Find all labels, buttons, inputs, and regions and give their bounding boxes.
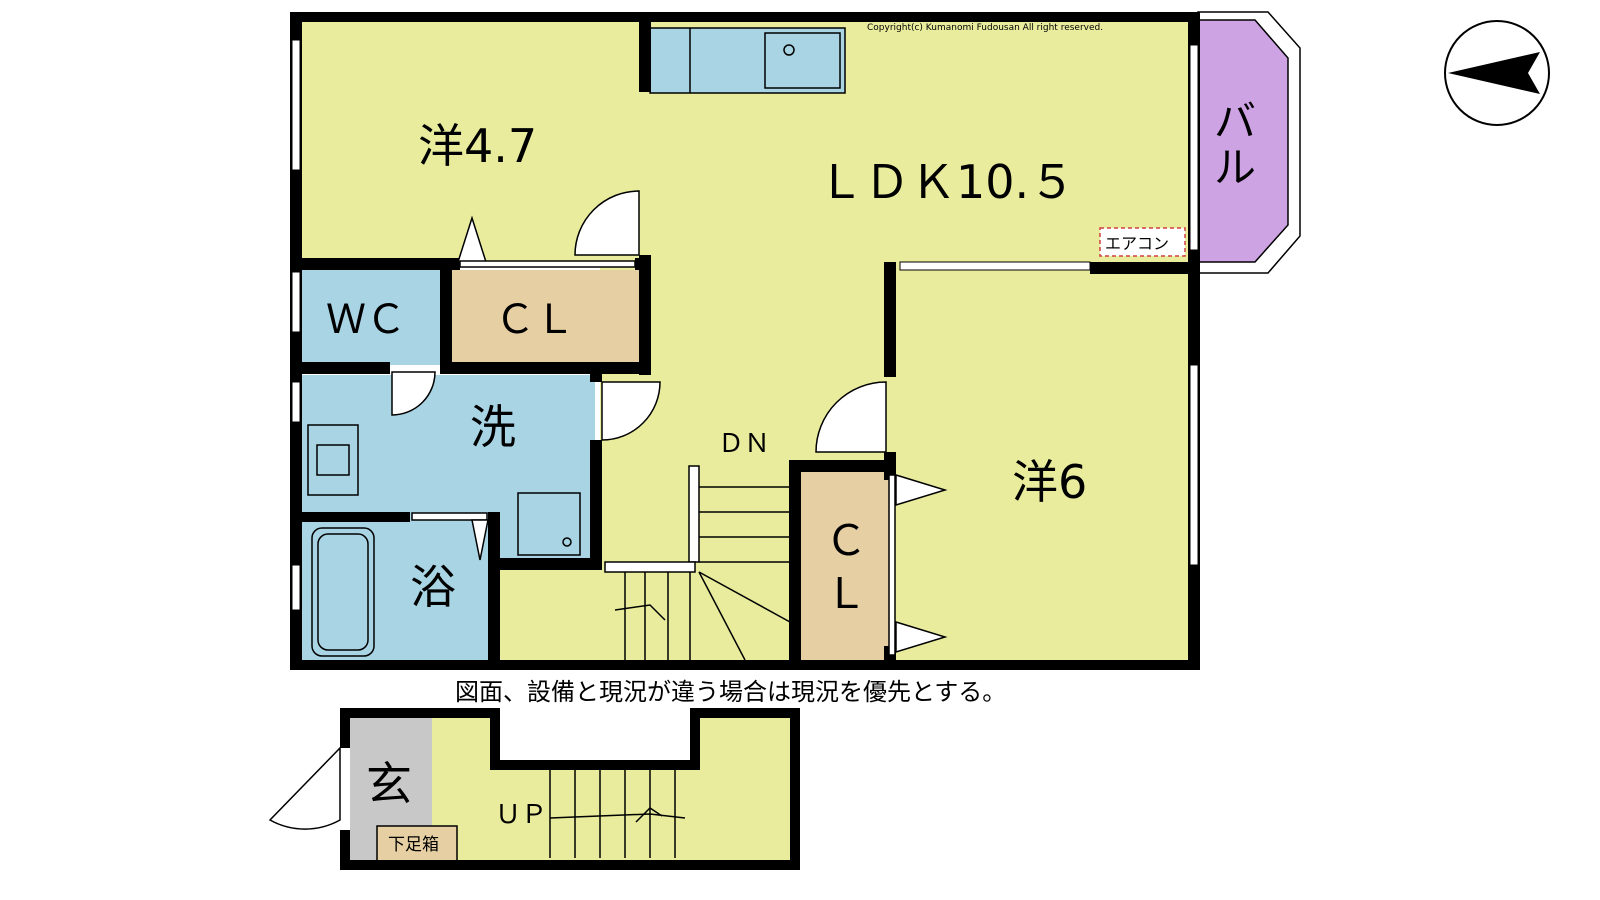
washstand [307, 424, 359, 496]
western-room-1-label: 洋4.7 [418, 119, 537, 173]
washing-machine-pan [517, 492, 581, 556]
aircon-label: エアコン [1105, 234, 1169, 253]
stairs [549, 465, 791, 858]
western-room-2-label: 洋6 [1012, 455, 1087, 509]
bathtub [311, 527, 375, 657]
lower-hall-floor [500, 565, 600, 665]
door-bath-fold [471, 519, 489, 561]
door-wash [391, 371, 436, 416]
stair-rail [688, 465, 700, 563]
balcony-label-line2: ル [1214, 143, 1256, 192]
wc-label: ＷＣ [326, 297, 406, 343]
room-fills [300, 11, 1301, 665]
closet-1-floor [450, 270, 645, 365]
doors [268, 190, 948, 830]
closet-2-floor [795, 470, 895, 665]
balcony-label-line1: バ [1214, 97, 1256, 146]
door-entrance [268, 746, 341, 830]
closet-2-label-line1: Ｃ [825, 516, 867, 565]
sink-drain [783, 44, 795, 56]
notice-text: 図面、設備と現況が違う場合は現況を優先とする。 [455, 678, 1006, 706]
labels: Copyright(c) Kumanomi Fudousan All right… [326, 23, 1256, 855]
fixtures [307, 28, 841, 657]
bath-floor [300, 520, 495, 665]
bathtub-inner [317, 533, 369, 651]
western-room-2-floor [895, 265, 1195, 665]
door-closet-2-bottom [895, 620, 948, 654]
sink-basin [764, 32, 841, 89]
door-room-1 [574, 190, 640, 256]
ldk-label: ＬＤＫ10.５ [818, 155, 1075, 209]
closet-2-label-line2: Ｌ [825, 569, 867, 618]
door-closet-2-top [895, 473, 948, 507]
bath-label: 浴 [410, 560, 456, 614]
stairs-down-label: ＤＮ [718, 429, 770, 459]
stairs-up-label: ＵＰ [495, 800, 547, 830]
door-western-2 [815, 381, 887, 453]
wc-floor [300, 270, 445, 365]
washstand-basin [316, 444, 350, 476]
entrance-label: 玄 [366, 757, 412, 811]
washroom-label: 洗 [470, 400, 516, 454]
closet-1-label: ＣＬ [495, 297, 575, 343]
shoe-box-label: 下足箱 [388, 835, 439, 855]
copyright-text: Copyright(c) Kumanomi Fudousan All right… [867, 23, 1103, 33]
washing-machine-drain [562, 537, 572, 547]
windows [291, 39, 1199, 611]
north-arrow-icon [1444, 20, 1550, 126]
aircon-unit [1099, 227, 1186, 257]
door-wash-hall [601, 381, 661, 441]
